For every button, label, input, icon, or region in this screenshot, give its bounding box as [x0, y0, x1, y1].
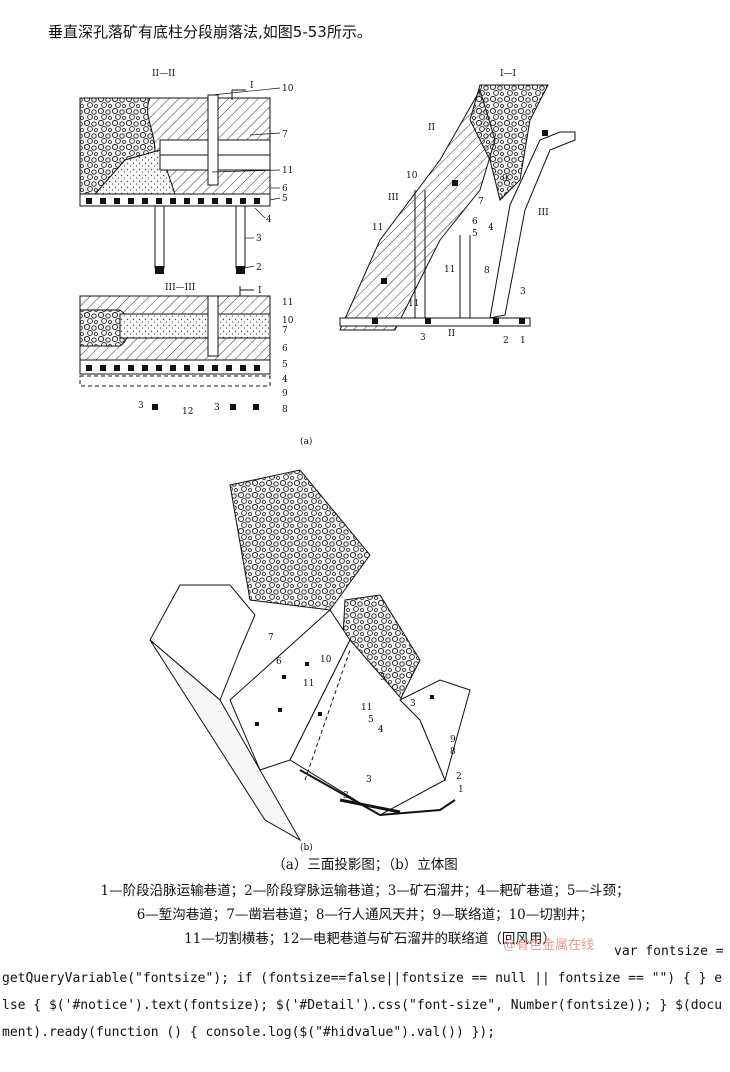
num-9-b: 9 [282, 389, 288, 399]
legend-line-2: 6—堑沟巷道；7—凿岩巷道；8—行人通风天井；9—联络道；10—切割井； [136, 907, 594, 923]
mark-iii-right: III [538, 208, 549, 218]
num-7-d: 7 [268, 633, 274, 643]
num-2-c: 2 [503, 336, 509, 346]
sub-label-b: (b) [300, 842, 313, 853]
num-3-d3: 3 [343, 791, 349, 801]
num-6-b: 6 [282, 344, 288, 354]
num-1-d: 1 [458, 785, 464, 795]
num-2-d: 2 [456, 772, 462, 782]
legend-line-3: 11—切割横巷；12—电耙巷道与矿石溜井的联络道（回风用） [184, 931, 556, 947]
num-10-b: 10 [282, 316, 294, 326]
num-2-a: 2 [256, 263, 262, 273]
num-7-a: 7 [282, 130, 288, 140]
num-12-b: 12 [182, 407, 193, 417]
mark-ii-top: II [428, 123, 436, 133]
num-3-b2: 3 [214, 403, 220, 413]
legend-line-1: 1—阶段沿脉运输巷道；2—阶段穿脉运输巷道；3—矿石溜井；4—耙矿巷道；5—斗颈… [100, 883, 630, 899]
num-3-d1: 3 [410, 699, 416, 709]
num-7-b: 7 [282, 326, 288, 336]
num-5-b: 5 [282, 360, 288, 370]
num-8-b: 8 [282, 405, 288, 415]
num-10-d: 10 [320, 655, 332, 665]
mark-i-mid: I [258, 286, 262, 296]
figure-caption: （a）三面投影图；（b）立体图 [272, 857, 458, 873]
num-10-a: 10 [282, 84, 294, 94]
section-iii-iii: III—III I 11 10 7 6 5 4 9 3 12 3 8 [79, 283, 312, 447]
num-4-b: 4 [282, 375, 288, 385]
num-5-c: 5 [472, 229, 478, 239]
mark-ii-bottom: II [448, 329, 456, 339]
num-4-a: 4 [266, 215, 272, 225]
sub-label-a: (a) [300, 436, 312, 447]
num-4-c: 4 [488, 223, 494, 233]
num-9-c: 9 [502, 174, 508, 184]
num-5-d1: 5 [380, 673, 386, 683]
intro-text: 垂直深孔落矿有底柱分段崩落法,如图5-53所示。 [48, 23, 372, 41]
num-11-c3: 11 [408, 299, 419, 309]
num-7-c: 7 [478, 197, 484, 207]
num-9-d: 9 [450, 735, 456, 745]
num-5-d2: 5 [368, 715, 374, 725]
mining-method-figure: II—II I 10 7 11 [79, 69, 576, 853]
num-8-d: 8 [450, 747, 456, 757]
watermark: @有色金属在线 [503, 938, 595, 953]
section-ii-ii: II—II I 10 7 11 [79, 69, 294, 274]
num-3-a: 3 [256, 234, 262, 244]
num-10-c: 10 [406, 171, 418, 181]
num-8-c: 8 [484, 266, 490, 276]
num-3-c1: 3 [520, 287, 526, 297]
label-i-i: I—I [500, 69, 517, 79]
num-3-b1: 3 [138, 401, 144, 411]
num-11-d2: 11 [361, 703, 372, 713]
label-ii-ii: II—II [152, 69, 176, 79]
isometric-view: 7 6 10 11 5 11 5 4 3 9 8 3 2 1 3 (b) [149, 469, 471, 853]
num-3-d2: 3 [366, 775, 372, 785]
num-11-c1: 11 [372, 223, 383, 233]
num-6-a: 6 [282, 184, 288, 194]
num-11-c2: 11 [444, 265, 455, 275]
num-1-c: 1 [520, 336, 526, 346]
num-5-a: 5 [282, 194, 288, 204]
num-6-c: 6 [472, 217, 478, 227]
mark-i-top: I [250, 81, 254, 91]
num-4-d: 4 [378, 725, 384, 735]
num-11-a: 11 [282, 166, 293, 176]
num-3-c2: 3 [420, 333, 426, 343]
section-i-i: I—I II III III II 10 9 7 11 6 5 4 11 8 1… [339, 69, 576, 346]
mark-iii-left: III [388, 193, 399, 203]
num-11-d1: 11 [303, 679, 314, 689]
leaked-script-text: var fontsize = getQueryVariable("fontsiz… [2, 944, 724, 1040]
num-11-b: 11 [282, 298, 293, 308]
label-iii-iii: III—III [165, 283, 196, 293]
num-6-d: 6 [276, 657, 282, 667]
